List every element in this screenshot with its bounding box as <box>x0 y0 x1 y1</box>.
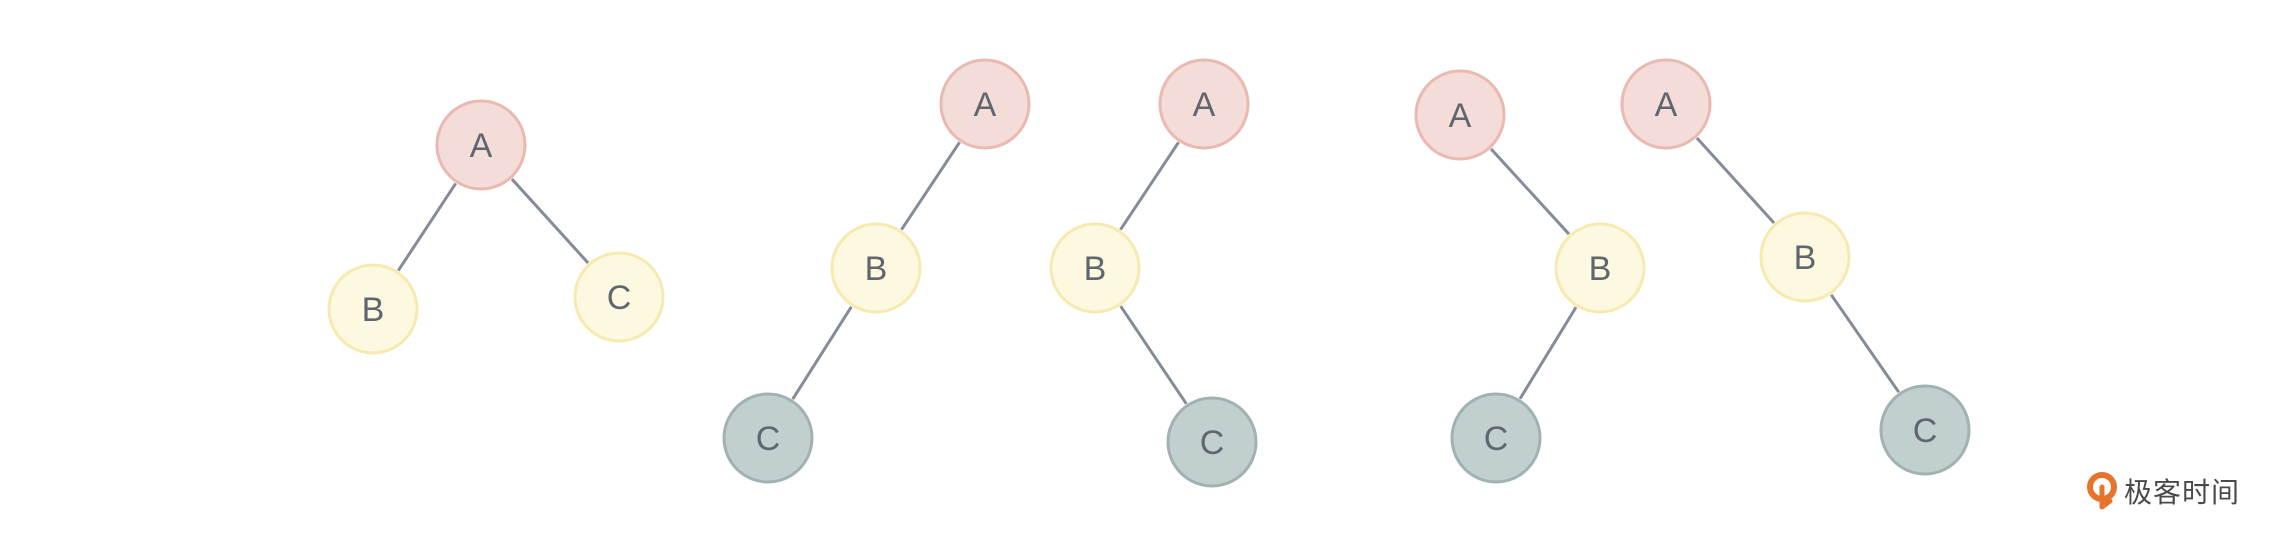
node-b: B <box>1049 222 1141 314</box>
node-b: B <box>1759 211 1851 303</box>
node-b: B <box>1554 222 1646 314</box>
node-circle <box>1879 384 1971 476</box>
node-a: A <box>1414 69 1506 161</box>
node-label: A <box>1655 86 1678 124</box>
node-c: C <box>1166 396 1258 488</box>
node-label: B <box>1794 239 1817 277</box>
node-label: C <box>1484 420 1509 458</box>
node-label: B <box>1589 250 1612 288</box>
node-circle <box>1620 58 1712 150</box>
node-circle <box>1554 222 1646 314</box>
node-label: C <box>1200 424 1225 462</box>
node-circle <box>327 263 419 355</box>
brand-watermark: 极客时间 <box>2086 471 2240 511</box>
node-b: B <box>830 222 922 314</box>
node-c: C <box>722 392 814 484</box>
tree-4: A B C <box>1414 69 1646 484</box>
node-a: A <box>1620 58 1712 150</box>
node-circle <box>1158 58 1250 150</box>
edge-a-b <box>1119 141 1180 231</box>
node-label: A <box>1449 97 1472 135</box>
edge-b-c <box>1119 305 1188 405</box>
node-circle <box>1166 396 1258 488</box>
node-label: A <box>974 86 997 124</box>
node-c: C <box>1450 392 1542 484</box>
geektime-logo-icon <box>2087 472 2117 510</box>
edge-a-b <box>1489 147 1571 236</box>
node-b: B <box>327 263 419 355</box>
node-label: C <box>607 279 632 317</box>
edge-b-c <box>791 306 853 400</box>
node-circle <box>573 251 665 343</box>
edge-a-b <box>1695 137 1776 224</box>
node-label: B <box>1084 250 1107 288</box>
node-circle <box>939 58 1031 150</box>
node-label: A <box>1193 86 1216 124</box>
edge-a-c <box>510 178 590 264</box>
node-label: C <box>756 420 781 458</box>
node-circle <box>1049 222 1141 314</box>
tree-2: A B C <box>722 58 1031 484</box>
edge-b-c <box>1518 306 1578 400</box>
node-label: B <box>362 291 385 329</box>
node-c: C <box>573 251 665 343</box>
tree-5: A B C <box>1620 58 1971 476</box>
tree-3: A B C <box>1049 58 1258 488</box>
node-label: C <box>1913 412 1938 450</box>
node-circle <box>1450 392 1542 484</box>
edge-a-b <box>900 141 961 231</box>
edge-b-c <box>1829 293 1901 394</box>
node-a: A <box>1158 58 1250 150</box>
node-label: A <box>470 127 493 165</box>
node-circle <box>1414 69 1506 161</box>
node-label: B <box>865 250 888 288</box>
node-circle <box>722 392 814 484</box>
tree-1: A B C <box>327 99 665 355</box>
node-a: A <box>435 99 527 191</box>
brand-text: 极客时间 <box>2124 476 2241 509</box>
node-circle <box>435 99 527 191</box>
node-circle <box>830 222 922 314</box>
node-c: C <box>1879 384 1971 476</box>
edge-a-b <box>397 182 457 272</box>
node-a: A <box>939 58 1031 150</box>
node-circle <box>1759 211 1851 303</box>
